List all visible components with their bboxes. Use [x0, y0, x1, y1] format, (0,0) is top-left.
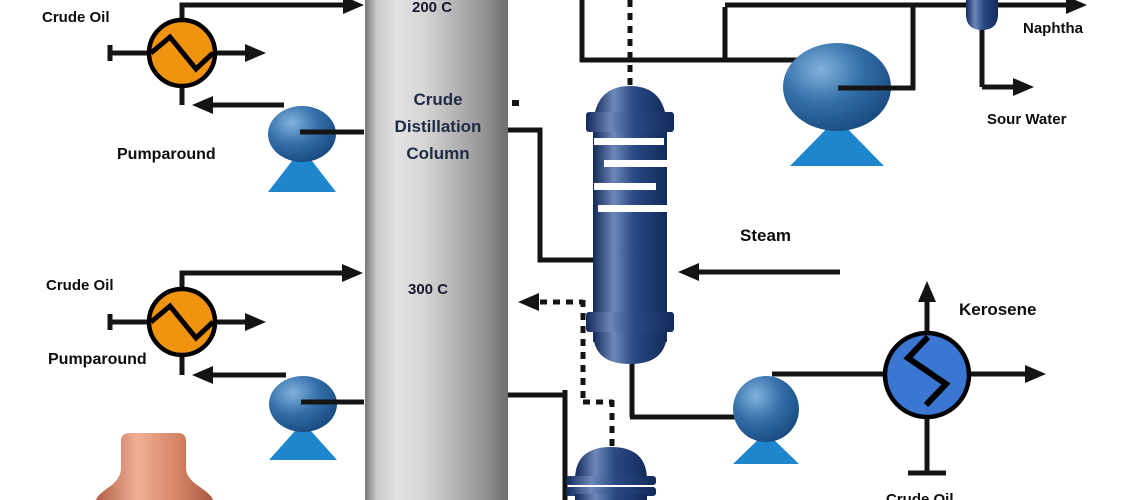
arrow-into-column-mid — [342, 264, 363, 282]
arrow-crude-oil-mid — [245, 313, 266, 331]
label-crude-oil-kerosene: Crude Oil — [886, 491, 954, 500]
piping-lines — [107, 0, 1070, 500]
vapor-dash-dot — [512, 100, 519, 106]
vapor-dashed-lines — [540, 0, 633, 446]
arrow-into-hx-bottom — [192, 366, 213, 384]
pumparound-heat-exchanger-top — [146, 17, 218, 89]
stripper-body — [593, 118, 667, 342]
label-crude-oil-mid: Crude Oil — [46, 277, 114, 294]
crude-distillation-column — [365, 0, 508, 500]
label-pumparound-bottom: Pumparound — [48, 351, 147, 368]
label-pumparound-top: Pumparound — [117, 146, 216, 163]
kerosene-pump — [733, 376, 799, 464]
arrow-kerosene-up — [918, 281, 936, 302]
arrow-kerosene-out — [1025, 365, 1046, 383]
lower-stripper-flange-1 — [566, 476, 656, 485]
arrow-into-hx-top — [192, 96, 213, 114]
label-column-name: Crude Distillation Column — [394, 90, 482, 163]
stripper-tray-stripes — [594, 138, 668, 212]
flow-arrows — [192, 0, 1087, 384]
pump-sphere — [733, 376, 799, 442]
label-temp-300: 300 C — [408, 281, 449, 298]
pump-base — [268, 148, 336, 192]
arrow-naphtha — [1066, 0, 1087, 14]
exchanger-zigzag-icon — [903, 334, 951, 408]
reflux-drum-boot — [966, 0, 998, 30]
arrow-sour-water — [1013, 78, 1034, 96]
lower-stripper-dome — [575, 447, 647, 480]
label-naphtha: Naphtha — [1023, 20, 1083, 37]
pump-sphere — [783, 43, 891, 131]
pump-base — [733, 432, 799, 464]
pumparound-pump-top — [268, 106, 336, 192]
pump-base — [790, 118, 884, 166]
exchanger-zigzag-icon — [149, 302, 215, 342]
arrow-vapor-return — [518, 293, 539, 311]
pipe-hx-bot-to-column — [179, 270, 350, 290]
pipe-hx-top-to-column — [179, 2, 352, 21]
overhead-pump — [783, 43, 915, 166]
label-kerosene: Kerosene — [959, 300, 1037, 319]
arrow-crude-oil-top — [245, 44, 266, 62]
label-crude-oil-top: Crude Oil — [42, 9, 110, 26]
stripper-bottom-flange — [586, 312, 674, 332]
label-steam: Steam — [740, 226, 792, 245]
label-temp-200: 200 C — [412, 0, 453, 16]
fired-heater — [96, 433, 213, 500]
stripper-top-flange — [586, 112, 674, 132]
kerosene-heat-exchanger — [882, 330, 972, 420]
stripper-bottom-dome — [593, 332, 667, 364]
exchanger-circle — [882, 330, 972, 420]
pump-base — [269, 422, 337, 460]
label-sour-water: Sour Water — [987, 111, 1067, 128]
arrow-steam — [678, 263, 699, 281]
pumparound-heat-exchanger-bottom — [146, 286, 218, 358]
pumparound-pump-bottom — [269, 376, 337, 460]
lower-stripper-flange-2 — [566, 487, 656, 496]
arrow-into-column-top — [343, 0, 364, 14]
side-stripper-upper — [586, 86, 674, 364]
pipe-column-to-stripper — [508, 127, 596, 263]
side-stripper-lower — [566, 447, 656, 500]
exchanger-zigzag-icon — [149, 33, 215, 73]
lower-stripper-body — [575, 494, 647, 500]
